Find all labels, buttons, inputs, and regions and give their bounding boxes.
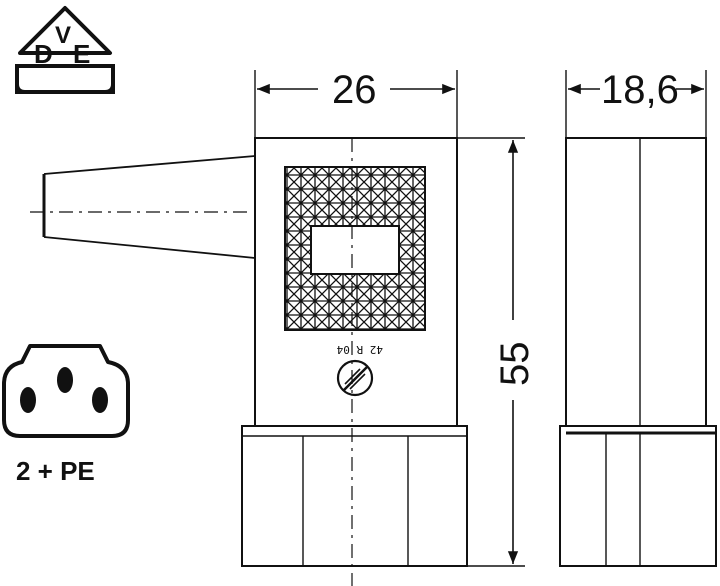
window-cutout	[310, 225, 400, 275]
connector-side-view	[559, 137, 717, 567]
screw-icon	[336, 359, 374, 397]
connector-front-view: 42 R 04	[241, 137, 468, 567]
cable-strain-relief	[30, 155, 256, 259]
plug-face-icon	[2, 344, 130, 438]
logo-letter-d: D	[34, 39, 53, 69]
width-value: 26	[332, 68, 377, 112]
pin-earth	[57, 367, 73, 393]
pin-config-label: 2 + PE	[16, 456, 95, 486]
logo-letter-v: V	[55, 22, 71, 49]
depth-value: 18,6	[601, 68, 679, 112]
depth-dimension: 18,6	[565, 68, 707, 138]
logo-letter-e: E	[73, 39, 90, 69]
height-dimension: 55	[457, 137, 537, 567]
height-value: 55	[493, 342, 537, 387]
pin-right	[92, 387, 108, 413]
hatched-grip-area	[284, 166, 426, 331]
rating-marking: 42 R 04	[336, 343, 383, 356]
pin-left	[20, 387, 36, 413]
width-dimension: 26	[254, 68, 458, 138]
vde-logo: D V E	[15, 6, 115, 94]
